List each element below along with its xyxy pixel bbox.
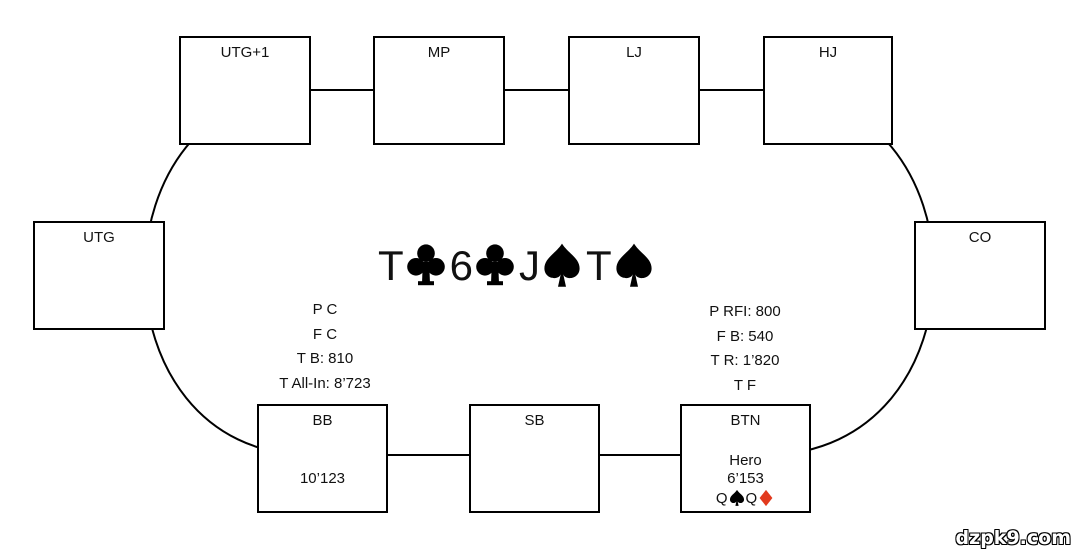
board-cards: T 6 J T [378, 238, 708, 294]
board-card-1-rank: T [378, 242, 404, 289]
bb-action: T B: 810 [296, 350, 354, 367]
seat-label: LJ [626, 44, 642, 61]
hole-card-2-rank: Q [745, 489, 758, 507]
watermark: dzpk9.com [955, 527, 1071, 549]
hole-card-1-rank: Q [715, 489, 728, 507]
hero-stack: 6’153 [727, 470, 764, 487]
spade-icon [616, 243, 652, 287]
diamond-icon [759, 489, 773, 507]
seat-stack: 10’123 [299, 470, 346, 487]
bb-action: F C [312, 325, 338, 343]
seat-label: MP [427, 44, 451, 61]
seat-utg: UTG [33, 221, 165, 330]
seat-label: CO [968, 229, 992, 246]
seat-mp: MP [373, 36, 505, 145]
club-icon [406, 244, 445, 286]
btn-action: T R: 1’820 [710, 352, 780, 369]
seat-co: CO [914, 221, 1046, 330]
btn-action: T F [733, 376, 757, 394]
seat-lj: LJ [568, 36, 700, 145]
board-card-4-rank: T [586, 242, 612, 289]
bb-action: T All-In: 8’723 [279, 374, 371, 392]
seat-bb: BB 10’123 [257, 404, 388, 513]
seat-label: BB [312, 412, 333, 429]
seat-label: SB [524, 412, 545, 429]
bb-action-list: P C F C T B: 810 T All-In: 8’723 [240, 298, 410, 396]
seat-label: BTN [730, 412, 761, 429]
seat-label: HJ [818, 44, 838, 61]
board-card-3-rank: J [519, 242, 541, 289]
seat-label: UTG+1 [220, 44, 270, 61]
seat-hj: HJ [763, 36, 893, 145]
spade-icon [544, 243, 580, 287]
bb-action: P C [312, 301, 338, 318]
club-icon [476, 244, 514, 286]
hero-hole-cards: Q Q [682, 489, 809, 507]
board-card-2-rank: 6 [449, 242, 474, 289]
spade-icon [729, 489, 744, 506]
hero-name: Hero [729, 452, 762, 469]
btn-action: F B: 540 [716, 327, 774, 345]
seat-sb: SB [469, 404, 600, 513]
seat-utg-plus-1: UTG+1 [179, 36, 311, 145]
btn-action-list: P RFI: 800 F B: 540 T R: 1’820 T F [665, 300, 825, 398]
btn-action: P RFI: 800 [709, 303, 781, 320]
seat-btn: BTN Hero 6’153 Q Q [680, 404, 811, 513]
seat-label: UTG [83, 229, 115, 246]
